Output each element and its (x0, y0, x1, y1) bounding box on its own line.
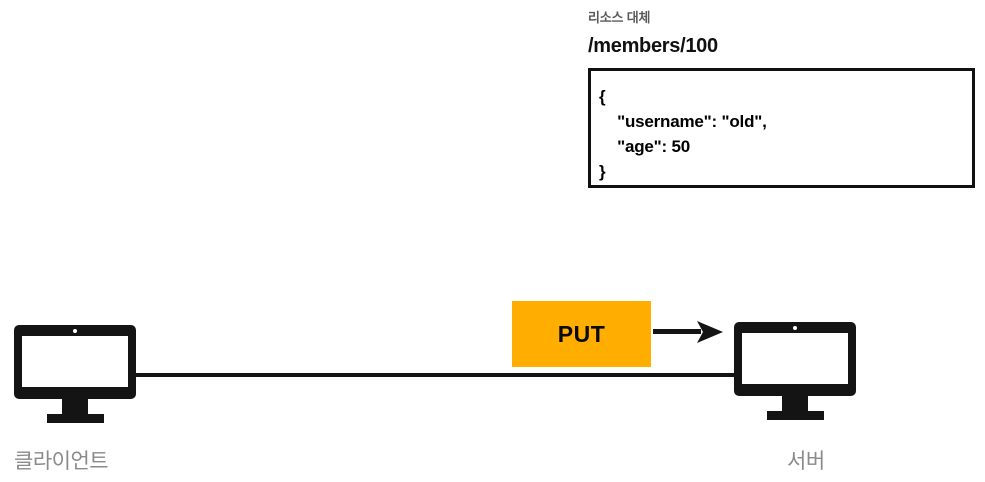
resource-action-caption: 리소스 대체 (588, 10, 651, 25)
client-node-label: 클라이언트 (14, 450, 109, 473)
webcam-dot-icon (73, 329, 77, 333)
connection-line (132, 373, 740, 377)
client-monitor-icon (14, 325, 136, 425)
server-monitor-icon (734, 322, 856, 422)
monitor-neck (782, 396, 808, 411)
request-body-json: { "username": "old", "age": 50 } (599, 87, 767, 181)
arrow-right-icon (653, 320, 727, 344)
http-method-put-box: PUT (512, 301, 651, 367)
monitor-screen (22, 336, 128, 387)
server-node-label: 서버 (787, 450, 825, 473)
request-body-box: { "username": "old", "age": 50 } (588, 68, 975, 188)
resource-path-label: /members/100 (588, 35, 718, 57)
monitor-base (47, 414, 104, 423)
monitor-base (767, 411, 824, 420)
monitor-neck (62, 399, 88, 414)
monitor-screen (742, 333, 848, 384)
webcam-dot-icon (793, 326, 797, 330)
http-method-label: PUT (557, 320, 606, 347)
